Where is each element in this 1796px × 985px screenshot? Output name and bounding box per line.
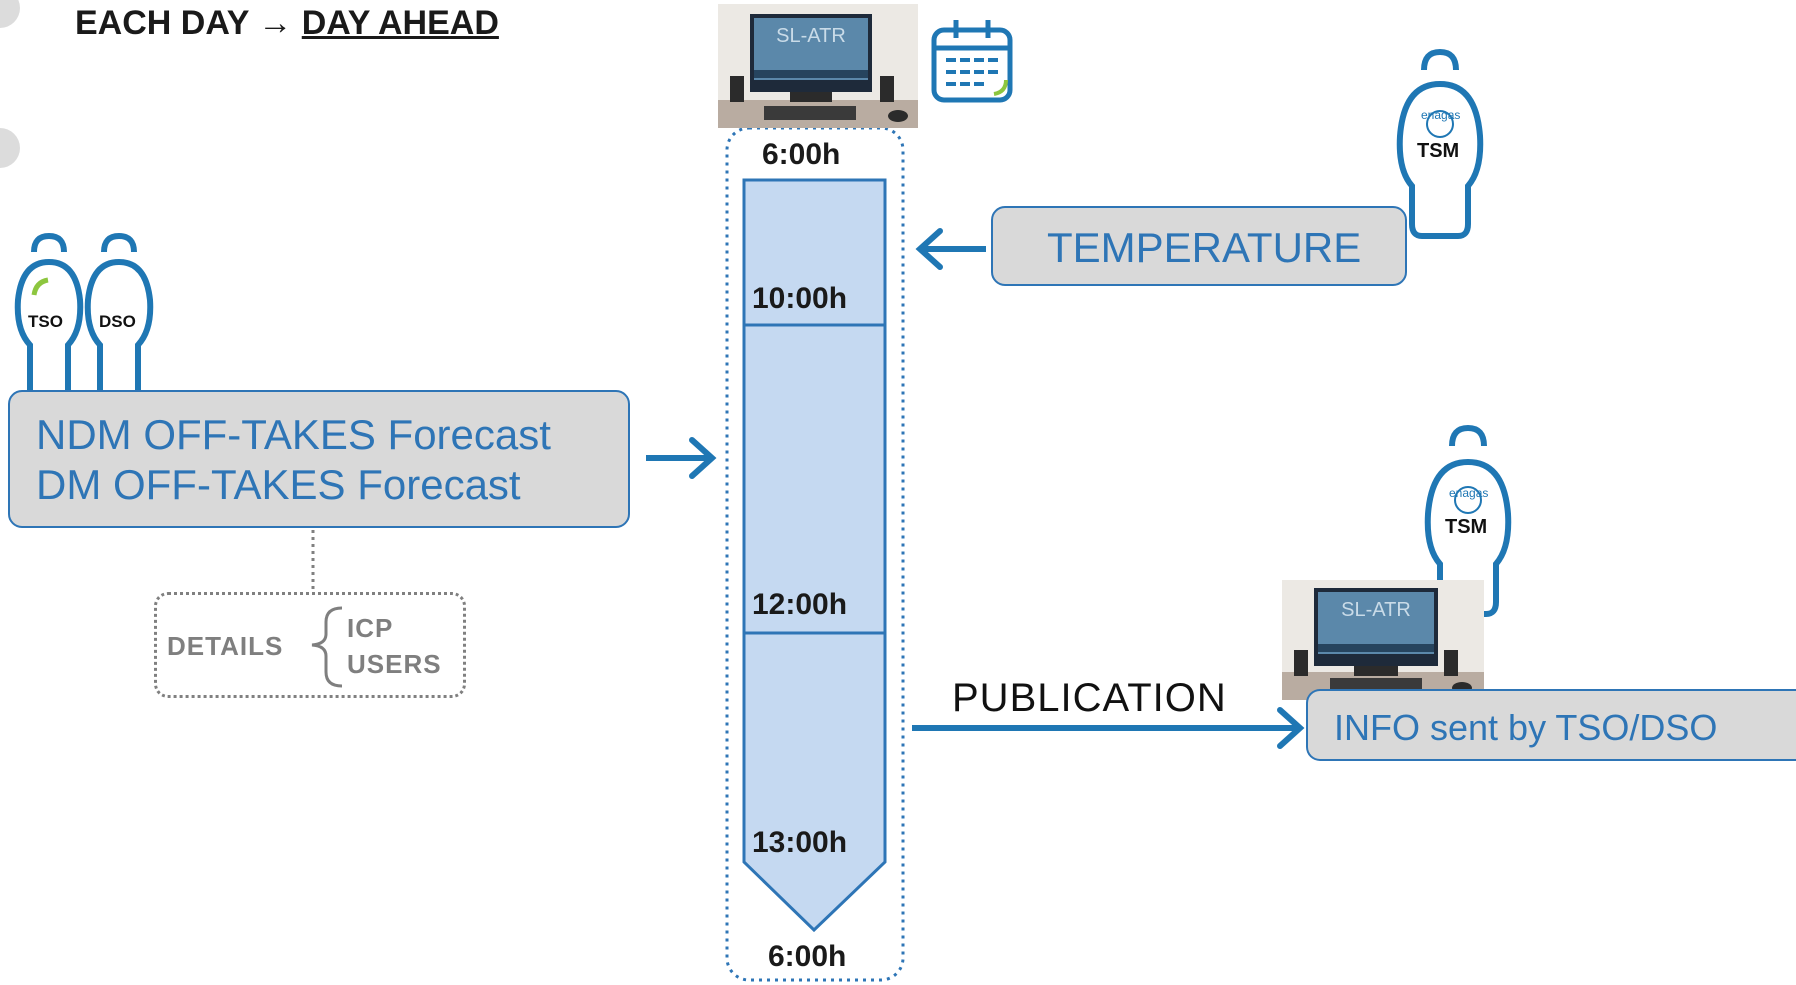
timeline-time-12: 12:00h [752,588,848,621]
info-label: INFO sent by TSO/DSO [1334,707,1718,748]
timeline-time-start: 6:00h [762,138,841,171]
forecast-arrow-icon [646,437,717,479]
tso-label: TSO [28,312,63,331]
info-box: INFO sent by TSO/DSO [1306,689,1796,761]
desktop-computer-icon: SL-ATR [718,4,918,128]
details-brace-icon [311,606,343,688]
monitor-screen-title: SL-ATR [776,25,846,47]
timeline-time-13: 13:00h [752,826,848,859]
temperature-box: TEMPERATURE [991,206,1407,286]
title-prefix: EACH DAY [75,4,249,42]
forecast-box: NDM OFF-TAKES Forecast DM OFF-TAKES Fore… [8,390,630,528]
company-logo-text: enagas [1449,486,1489,500]
details-label: DETAILS [167,631,284,661]
tsm-person-icon [1424,424,1512,617]
publication-label: PUBLICATION [952,676,1227,720]
timeline-time-end: 6:00h [768,940,847,973]
temperature-arrow-icon [915,228,986,270]
tsm-label: TSM [1417,140,1460,162]
details-box: DETAILS ICP USERS [154,592,466,698]
background-circle [0,128,20,168]
forecast-line-dm: DM OFF-TAKES Forecast [36,461,521,508]
forecast-line-ndm: NDM OFF-TAKES Forecast [36,411,551,458]
dso-person-icon [84,232,154,390]
company-logo-text: enagas [1421,108,1461,122]
page-title: EACH DAY → DAY AHEAD [75,4,499,43]
title-arrow: → [258,4,293,42]
desktop-computer-icon: SL-ATR [1282,580,1484,700]
background-circle [0,0,20,28]
timeline-time-10: 10:00h [752,282,848,315]
publication-arrow-icon [912,707,1305,749]
monitor-screen-title: SL-ATR [1341,599,1411,621]
dso-label: DSO [99,312,136,331]
tso-person-icon [14,232,84,390]
details-item-users: USERS [347,649,442,679]
title-emphasis: DAY AHEAD [301,4,499,42]
tsm-label: TSM [1445,516,1488,538]
temperature-label: TEMPERATURE [1047,224,1362,271]
tsm-person-icon [1396,48,1484,239]
timeline-arrow-body [742,178,887,933]
details-item-icp: ICP [347,613,394,643]
calendar-icon [931,20,1013,103]
